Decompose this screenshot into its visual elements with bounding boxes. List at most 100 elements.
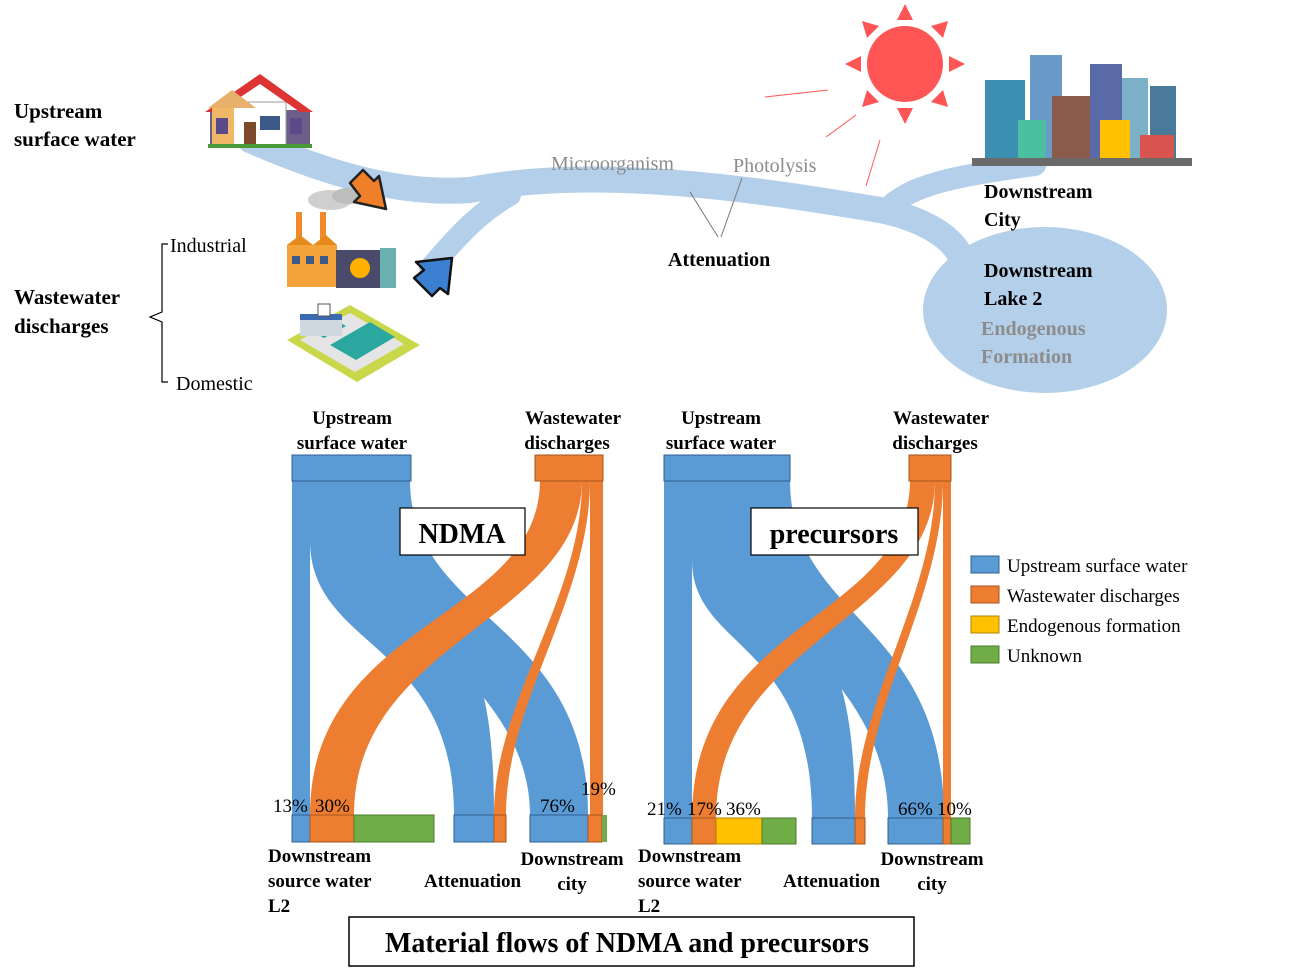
legend-label-unknown: Unknown (1007, 646, 1082, 667)
flow-ndma-wastewater-to-attenuation (494, 480, 590, 815)
sankey-ndma-flows (292, 480, 603, 815)
precursors-sink-source-water-line1: Downstream (638, 846, 741, 867)
precursors-source-wastewater-label-line2: discharges (892, 433, 978, 454)
caption-text: Material flows of NDMA and precursors (385, 928, 869, 959)
legend-swatch-endogenous (970, 615, 1000, 634)
precursors-pct-city-upstream: 66% (898, 799, 933, 820)
house-icon (205, 74, 313, 148)
ndma-sink-source-water-line2: source water (268, 871, 372, 892)
node-precursors-city-wastewater (942, 817, 952, 845)
ndma-pct-source-wastewater: 30% (315, 796, 350, 817)
photolysis-label: Photolysis (733, 155, 817, 177)
ndma-source-wastewater-label-line2: discharges (524, 433, 610, 454)
precursors-pct-city-wastewater: 10% (937, 799, 972, 820)
blue-arrow-icon (412, 256, 454, 298)
ndma-sink-source-water-line1: Downstream (268, 846, 371, 867)
ndma-sink-attenuation: Attenuation (424, 871, 522, 892)
ndma-source-wastewater-label-line1: Wastewater (525, 408, 622, 429)
node-precursors-source-water-upstream (663, 817, 693, 845)
sankey-ndma: NDMA Upstream surface water Wastewater d… (268, 408, 624, 917)
scene-upstream-label-line2: surface water (14, 127, 136, 151)
ndma-pct-city-upstream: 76% (540, 796, 575, 817)
node-precursors-city-unknown (950, 817, 971, 845)
downstream-lake-label-line1: Downstream (984, 260, 1093, 282)
scene-upstream-label-line1: Upstream (14, 99, 103, 123)
legend: Upstream surface water Wastewater discha… (970, 555, 1188, 667)
node-precursors-wastewater (908, 454, 952, 482)
attenuation-scene-label: Attenuation (668, 249, 770, 271)
downstream-lake-label-line2: Lake 2 (984, 288, 1042, 310)
flow-precursors-wastewater-to-city (943, 480, 951, 818)
precursors-sink-city-line2: city (917, 874, 947, 895)
node-ndma-source-water-wastewater (309, 814, 355, 843)
endogenous-label-line2: Formation (981, 346, 1072, 368)
legend-label-upstream: Upstream surface water (1007, 556, 1188, 577)
node-precursors-attenuation-wastewater (854, 817, 866, 845)
precursors-sink-source-water-line2: source water (638, 871, 742, 892)
river-scene: Upstream surface water Wastewater discha… (14, 4, 1192, 395)
node-precursors-source-water-unknown (761, 817, 797, 845)
orange-arrow-icon (348, 168, 388, 211)
scene-wastewater-label-line2: discharges (14, 314, 109, 338)
sankey-precursors-title: precursors (770, 519, 899, 550)
legend-label-endogenous: Endogenous formation (1007, 616, 1181, 637)
node-ndma-wastewater (534, 454, 604, 482)
precursors-sink-attenuation: Attenuation (783, 871, 881, 892)
node-precursors-attenuation-upstream (811, 817, 856, 845)
endogenous-label-line1: Endogenous (981, 318, 1086, 340)
downstream-city-label-line2: City (984, 209, 1021, 231)
downstream-city-label-line1: Downstream (984, 181, 1093, 203)
downstream-lake (923, 227, 1167, 393)
ndma-sink-city-line1: Downstream (520, 849, 623, 870)
sankey-precursors: precursors Upstream surface water Wastew… (638, 408, 990, 917)
ndma-pct-source-upstream: 13% (273, 796, 308, 817)
precursors-sink-city-line1: Downstream (880, 849, 983, 870)
flow-precursors-upstream-to-source-water (664, 480, 692, 818)
photolysis-pointer (720, 177, 743, 238)
flow-precursors-wastewater-to-attenuation (855, 480, 943, 818)
precursors-source-wastewater-label-line1: Wastewater (893, 408, 990, 429)
node-ndma-city-upstream (529, 814, 589, 843)
ndma-source-upstream-label-line2: surface water (297, 433, 408, 454)
precursors-pct-source-wastewater: 17% (687, 799, 722, 820)
sankey-precursors-title-box (750, 507, 919, 556)
flow-precursors-upstream-to-city (720, 480, 944, 818)
sankey-ndma-title-box (399, 507, 526, 556)
node-ndma-attenuation-wastewater (493, 814, 507, 843)
caption-box: Material flows of NDMA and precursors (348, 916, 915, 967)
microorganism-label: Microorganism (551, 153, 674, 175)
microorganism-pointer (689, 191, 719, 238)
precursors-pct-source-endogenous: 36% (726, 799, 761, 820)
flow-ndma-upstream-to-source-water (292, 480, 310, 815)
precursors-source-upstream-label-line2: surface water (666, 433, 777, 454)
wastewater-bracket (148, 243, 168, 383)
treatment-plant-icon (287, 303, 420, 382)
node-ndma-city-wastewater (587, 814, 603, 843)
node-precursors-source-water-endogenous (715, 817, 763, 845)
scene-wastewater-label-line1: Wastewater (14, 285, 120, 309)
precursors-sink-source-water-line3: L2 (638, 896, 660, 917)
river-tributary (419, 184, 521, 279)
node-precursors-source-water-wastewater (691, 817, 717, 845)
ndma-source-upstream-label-line1: Upstream (312, 408, 392, 429)
node-ndma-city-unknown (602, 815, 607, 842)
node-ndma-source-water-unknown (353, 814, 435, 843)
node-ndma-attenuation-upstream (453, 814, 495, 843)
precursors-source-upstream-label-line1: Upstream (681, 408, 761, 429)
flow-ndma-upstream-to-city (360, 480, 588, 815)
legend-label-wastewater: Wastewater discharges (1007, 586, 1180, 607)
flow-ndma-wastewater-to-city (590, 480, 603, 815)
node-precursors-upstream (663, 454, 791, 482)
flow-ndma-wastewater-to-source-water (310, 480, 582, 815)
node-ndma-source-water-upstream (291, 814, 311, 843)
legend-swatch-unknown (970, 645, 1000, 664)
node-precursors-city-upstream (887, 817, 944, 845)
river-branch-city (874, 154, 1046, 223)
city-icon (972, 55, 1192, 166)
domestic-label: Domestic (176, 373, 253, 395)
legend-swatch-wastewater (970, 585, 1000, 604)
ndma-pct-city-wastewater: 19% (581, 779, 616, 800)
precursors-pct-source-upstream: 21% (647, 799, 682, 820)
node-ndma-upstream (291, 454, 412, 482)
